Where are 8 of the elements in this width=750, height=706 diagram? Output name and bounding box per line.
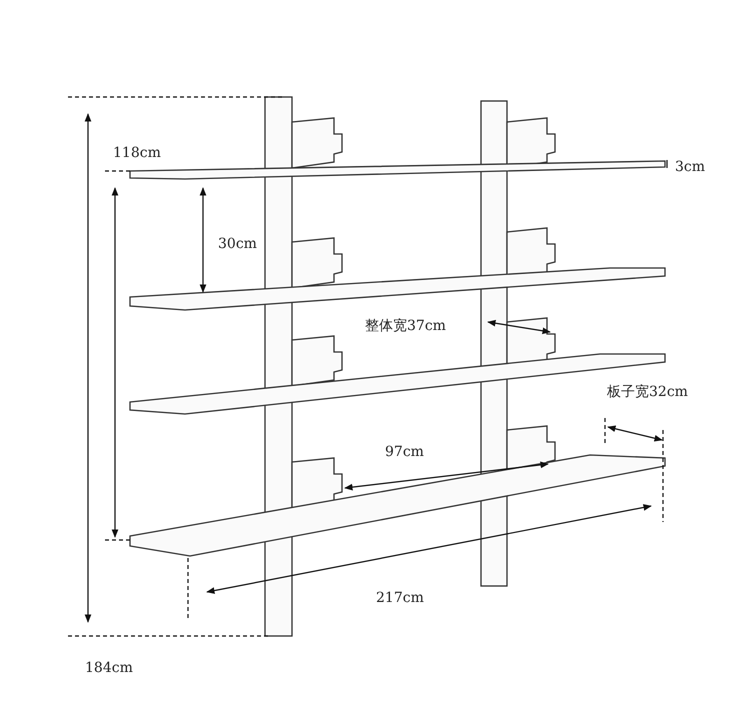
dimension-label: 整体宽37cm bbox=[365, 319, 446, 333]
dimension-label: 217cm bbox=[376, 591, 424, 605]
dimension-label: 97cm bbox=[385, 445, 424, 459]
dimension-label: 板子宽32cm bbox=[607, 385, 688, 399]
dimension-label: 30cm bbox=[218, 237, 257, 251]
dimension-label: 118cm bbox=[113, 146, 161, 160]
dimension-label: 3cm bbox=[675, 160, 706, 174]
dimension-label: 184cm bbox=[85, 661, 133, 675]
